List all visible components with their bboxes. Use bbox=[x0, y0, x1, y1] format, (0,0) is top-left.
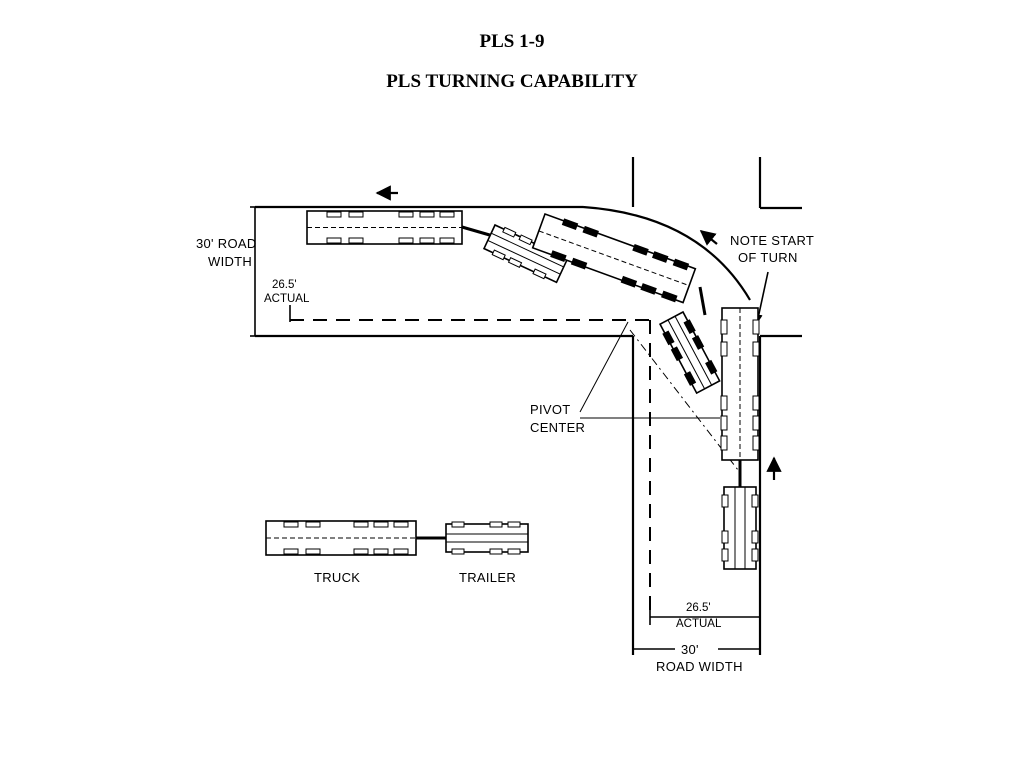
truck-right bbox=[720, 307, 760, 461]
trailer-turning bbox=[658, 310, 721, 395]
note-label: NOTE START bbox=[730, 233, 814, 248]
actual-width-label: 26.5' bbox=[272, 279, 297, 291]
page-subtitle: PLS TURNING CAPABILITY bbox=[386, 71, 638, 92]
pivot-label: CENTER bbox=[530, 420, 585, 435]
pointer-arrow-icon bbox=[755, 271, 769, 324]
pivot-label: PIVOT bbox=[530, 402, 571, 417]
road-width-label: 30' bbox=[681, 642, 699, 657]
turn-arc bbox=[582, 205, 751, 301]
road-edges bbox=[255, 157, 802, 655]
pivot-leaders bbox=[579, 321, 720, 419]
pivot-line bbox=[629, 329, 739, 471]
trailer-top bbox=[482, 223, 569, 284]
legend-truck bbox=[265, 520, 417, 556]
bottom-dimensions bbox=[632, 600, 760, 655]
page-title: PLS 1-9 bbox=[479, 31, 545, 52]
actual-width-label: ACTUAL bbox=[264, 293, 310, 305]
legend-trailer bbox=[445, 521, 529, 555]
trailer-label: TRAILER bbox=[459, 570, 516, 585]
road-width-label: 30' ROAD bbox=[196, 236, 257, 251]
actual-width-label: ACTUAL bbox=[676, 618, 722, 630]
direction-arrow-icon bbox=[699, 230, 718, 246]
drawbar bbox=[698, 286, 707, 316]
lane-dashes bbox=[290, 319, 651, 615]
actual-width-label: 26.5' bbox=[686, 602, 711, 614]
road-width-label: WIDTH bbox=[208, 254, 252, 269]
road-width-label: ROAD WIDTH bbox=[656, 659, 743, 674]
trailer-right bbox=[721, 486, 759, 570]
note-label: OF TURN bbox=[738, 250, 798, 265]
left-dimensions bbox=[250, 206, 291, 337]
truck-turning bbox=[531, 212, 697, 304]
truck-label: TRUCK bbox=[314, 570, 360, 585]
truck-top bbox=[306, 210, 463, 245]
